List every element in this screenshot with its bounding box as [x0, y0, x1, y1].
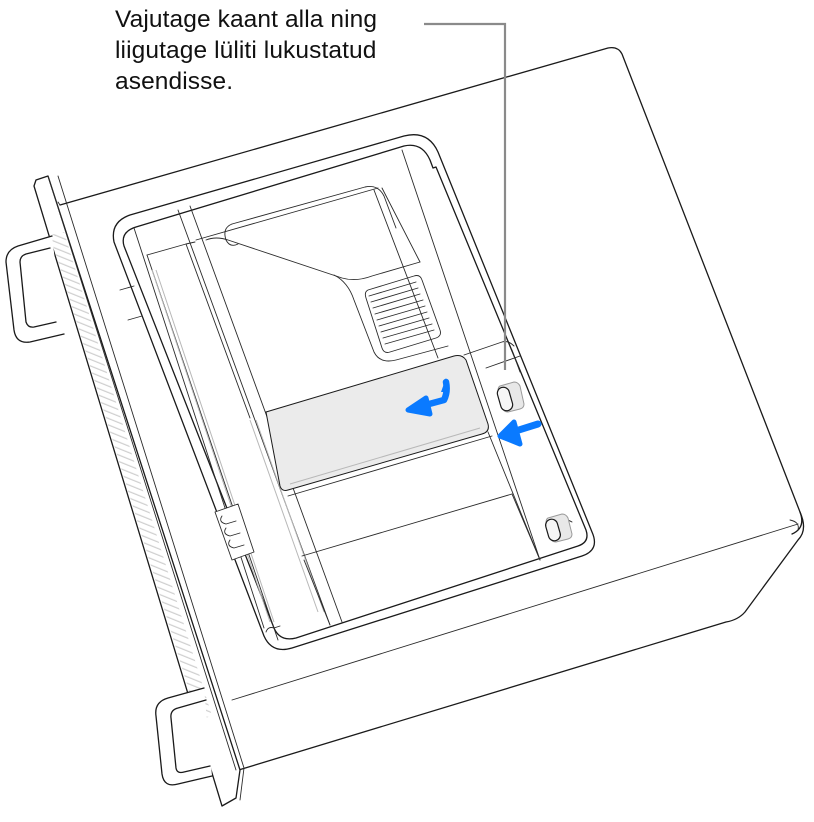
- lock-switch-upper: [496, 381, 525, 413]
- callout-line-2: liigutage lüliti lukustatud: [115, 37, 377, 64]
- callout-line-1: Vajutage kaant alla ning: [115, 6, 378, 33]
- chassis: [57, 46, 805, 773]
- handle-top: [5, 235, 65, 343]
- ssd-module: [265, 355, 489, 491]
- arrow-slide-lock-icon: [497, 419, 542, 447]
- callout-text: Vajutage kaant alla ning liigutage lülit…: [115, 4, 455, 97]
- callout-line-3: asendisse.: [115, 68, 234, 95]
- lower-modules: [287, 431, 541, 626]
- lock-switch-lower: [545, 513, 573, 543]
- right-column: [401, 149, 573, 561]
- fan-vent-grille: [364, 275, 441, 353]
- handle-bottom: [155, 687, 213, 786]
- callout-leader-line: [424, 22, 507, 370]
- compartment-frame: [112, 134, 596, 651]
- fan-cover: [195, 185, 449, 362]
- left-slot-column: [119, 227, 281, 641]
- arrow-press-down-icon: [405, 378, 450, 417]
- front-bezel: [33, 175, 245, 807]
